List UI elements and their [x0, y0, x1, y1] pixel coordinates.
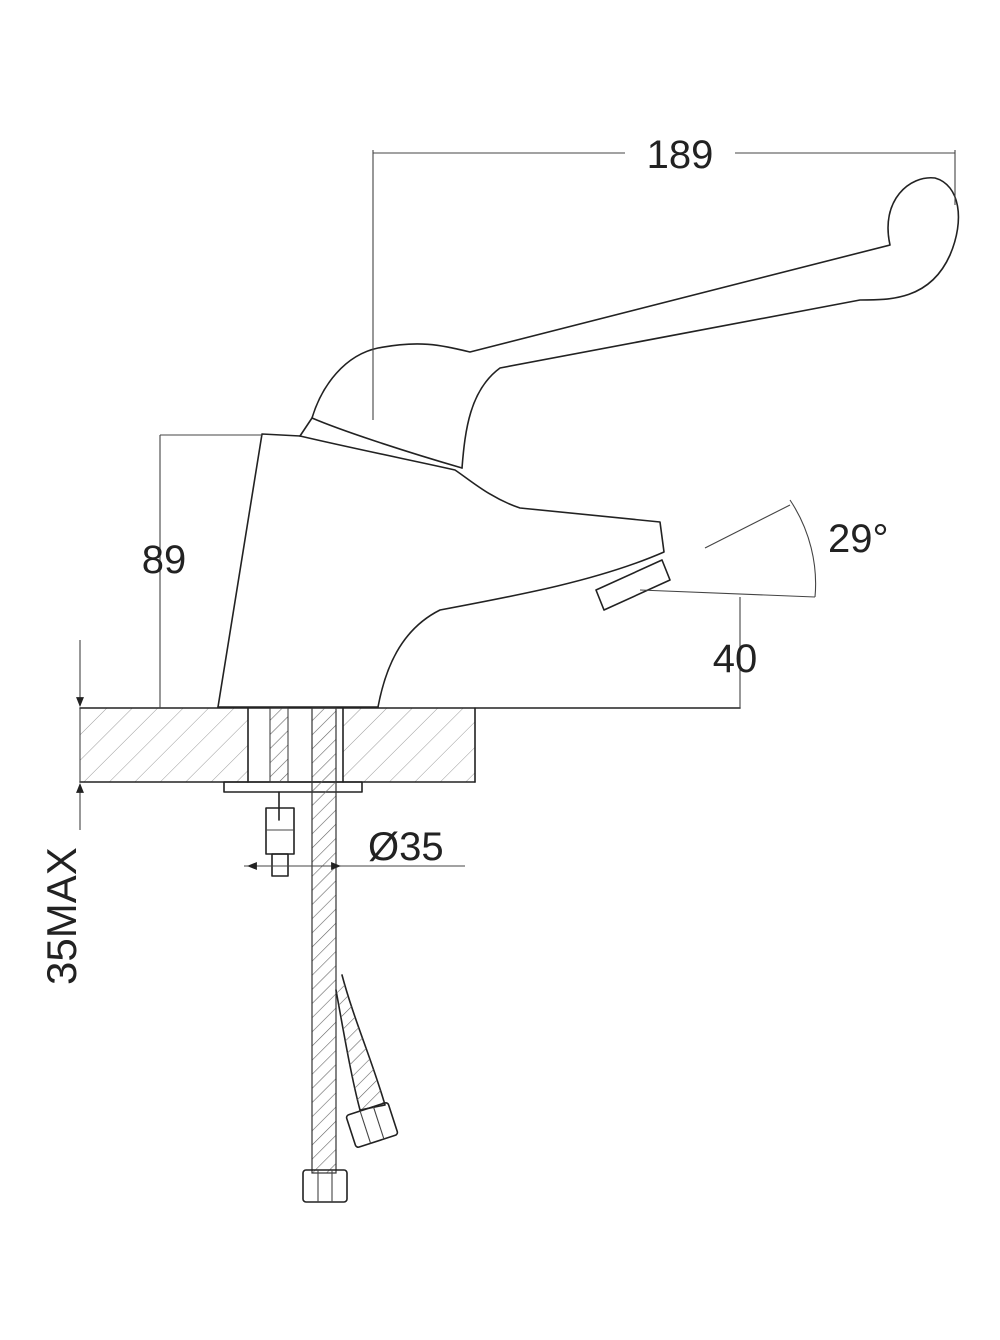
dimension-length-label: 189 — [647, 133, 714, 177]
faucet-body — [217, 433, 665, 708]
dimension-counter-thickness: 35MAX — [38, 640, 85, 985]
dimension-angle: 29° — [639, 499, 889, 598]
dimension-counter-thickness-label: 35MAX — [38, 847, 85, 985]
dimension-hole-diameter-label: Ø35 — [368, 825, 444, 869]
dimension-angle-label: 29° — [828, 517, 889, 561]
countertop — [79, 707, 741, 783]
dimension-hole-diameter: Ø35 — [244, 825, 465, 870]
lever-handle — [299, 177, 960, 469]
dimension-height: 89 — [142, 434, 262, 708]
dimension-length: 189 — [372, 133, 956, 420]
dimension-spout-height: 40 — [713, 597, 758, 708]
aerator — [595, 559, 671, 611]
mounting-shank — [223, 707, 363, 877]
dimension-spout-height-label: 40 — [713, 637, 758, 681]
dimension-height-label: 89 — [142, 538, 187, 582]
flexible-hoses — [302, 707, 399, 1203]
